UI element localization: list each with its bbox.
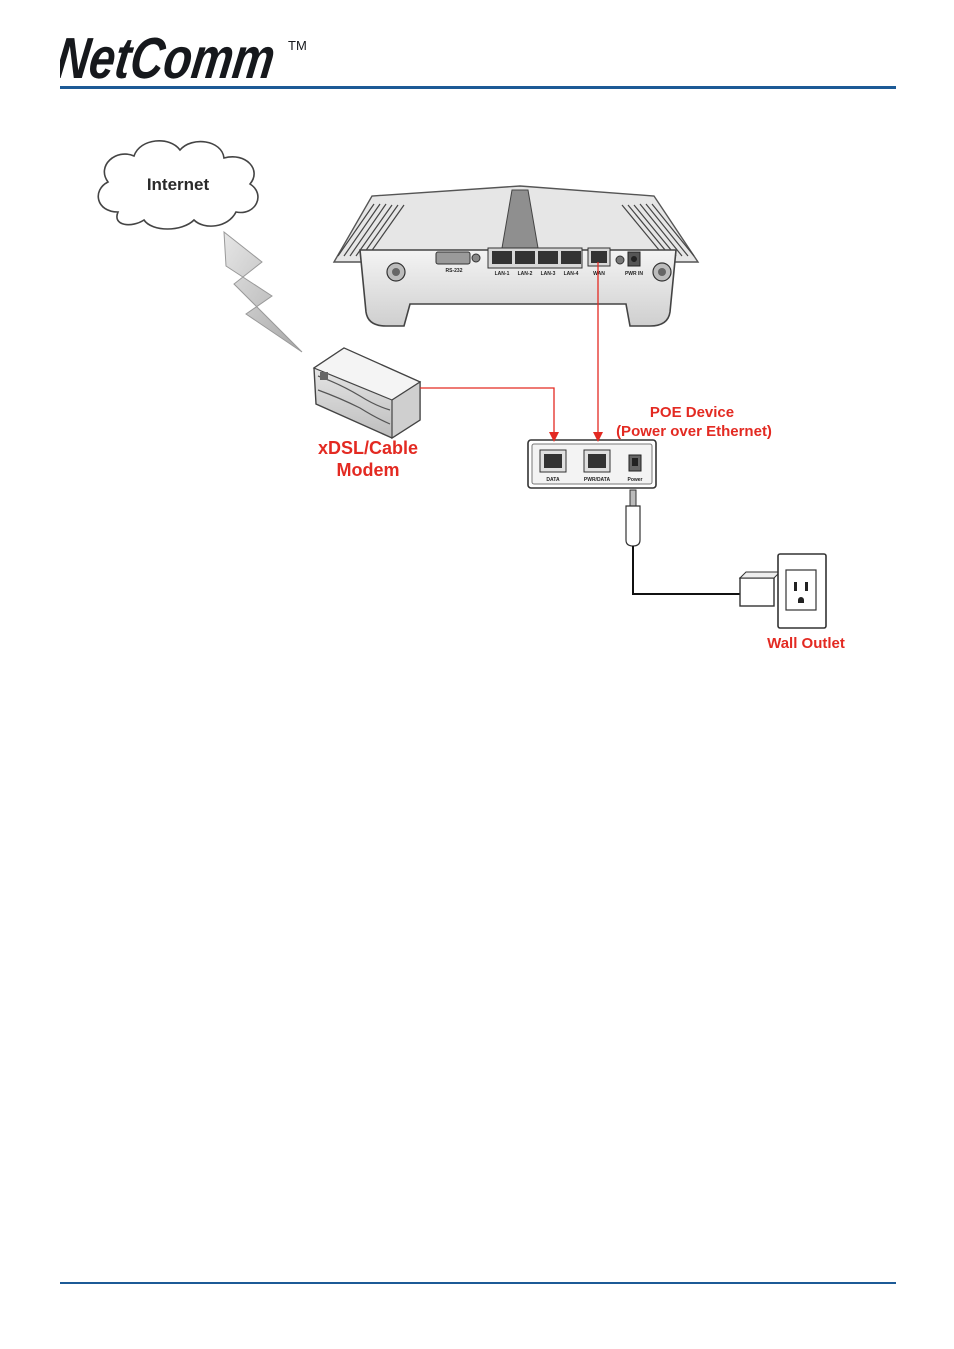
wireless-link-icon — [224, 232, 302, 352]
poe-label-line1: POE Device — [650, 404, 734, 421]
lan3-port-label: LAN-3 — [541, 271, 556, 277]
power-plug-icon — [626, 490, 742, 594]
footer-rule — [60, 1282, 896, 1284]
poe-power-port-label: Power — [627, 477, 642, 483]
power-adapter-icon — [740, 572, 780, 606]
poe-pwr-data-port-label: PWR/DATA — [584, 477, 611, 483]
lan1-port-label: LAN-1 — [495, 271, 510, 277]
wan-port-label: WAN — [593, 271, 605, 277]
modem-label-line2: Modem — [337, 460, 400, 480]
modem-label-line1: xDSL/Cable — [318, 438, 418, 458]
internet-cloud-icon: Internet — [98, 141, 258, 229]
poe-connection-diagram: Internet RS-232 LAN-1 LAN-2 LAN-3 — [0, 0, 954, 700]
lan2-port-label: LAN-2 — [518, 271, 533, 277]
pwr-port-label: PWR IN — [625, 271, 643, 277]
internet-label: Internet — [147, 175, 210, 194]
rs232-port-label: RS-232 — [446, 268, 463, 274]
poe-device: DATA PWR/DATA Power — [528, 440, 656, 488]
router-back-view: RS-232 LAN-1 LAN-2 LAN-3 LAN-4 WAN PWR I… — [334, 186, 698, 326]
wall-outlet-icon — [778, 554, 826, 628]
poe-data-port-label: DATA — [546, 477, 560, 483]
wall-outlet-label: Wall Outlet — [767, 635, 845, 652]
lan4-port-label: LAN-4 — [564, 271, 579, 277]
poe-label-line2: (Power over Ethernet) — [616, 423, 772, 440]
modem-icon — [314, 348, 420, 438]
